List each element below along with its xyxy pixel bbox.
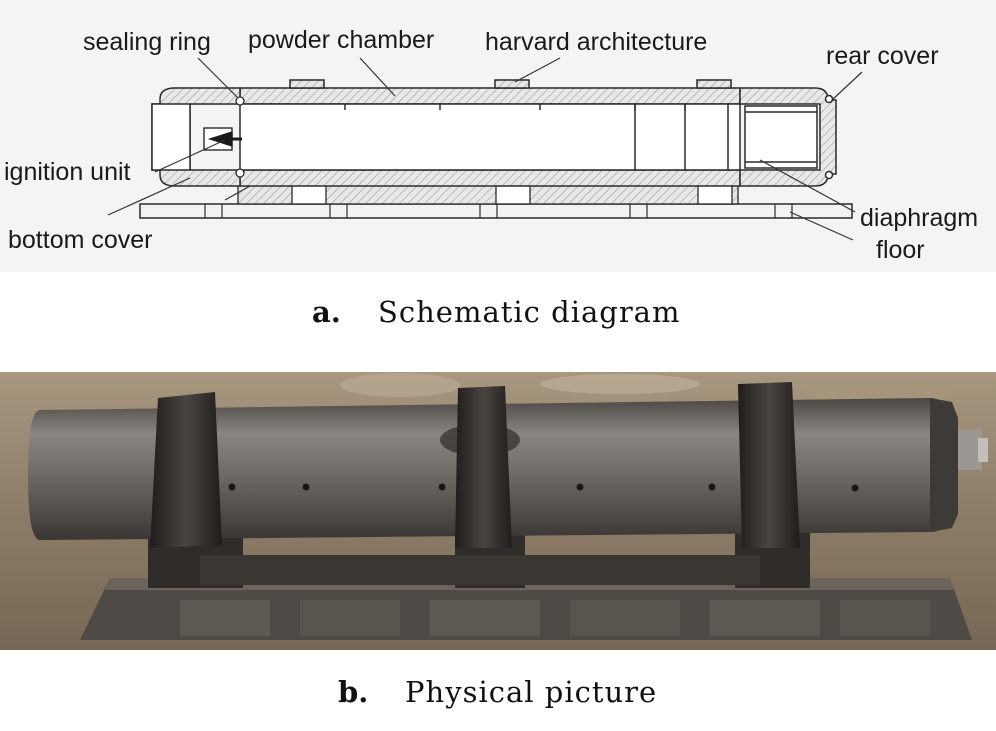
ignition-unit [203,127,242,151]
floor-plate [139,203,853,219]
diaphragm-label: diaphragm [860,204,978,232]
harvard-architecture-label: harvard architecture [485,28,707,56]
caption-a: a. Schematic diagram [312,295,680,329]
caption-b: b. Physical picture [338,675,657,709]
ignition-unit-label: ignition unit [4,158,131,186]
floor-label: floor [876,236,925,264]
schematic-panel: sealing ring powder chamber harvard arch… [0,0,996,272]
sealing-ring-label: sealing ring [83,28,211,56]
bottom-cover-label: bottom cover [8,226,153,254]
caption-b-text: Physical picture [405,675,657,709]
caption-a-text: Schematic diagram [378,295,680,329]
photo-clamps [150,382,800,548]
powder-chamber-label: powder chamber [248,26,434,54]
rear-cover [739,87,837,187]
tube-body [239,79,741,187]
leader-lines [107,57,863,241]
caption-b-letter: b. [338,675,368,709]
rear-cover-label: rear cover [826,42,939,70]
base-supports [237,183,739,205]
photo-panel [0,372,996,650]
caption-a-letter: a. [312,295,341,329]
sealing-ring [235,96,245,178]
